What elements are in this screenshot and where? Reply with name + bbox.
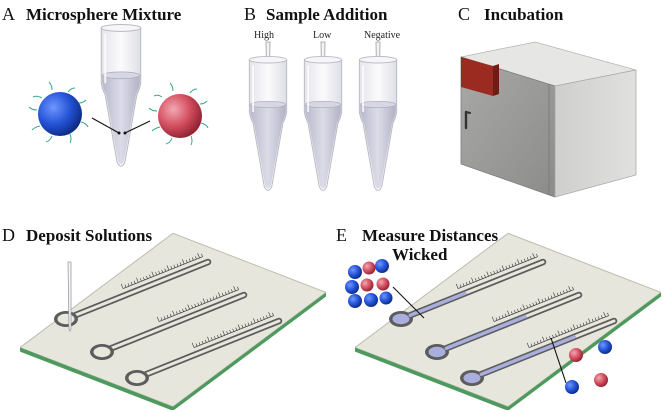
ruler — [122, 256, 203, 289]
panel-a-letter: A — [2, 4, 15, 24]
red-microsphere-icon — [594, 373, 608, 387]
red-microsphere-icon — [362, 261, 376, 275]
panel-d-title: Deposit Solutions — [26, 226, 152, 245]
pipette-icon — [67, 261, 72, 332]
incubator-icon — [460, 41, 637, 198]
blue-microsphere-icon — [379, 291, 393, 305]
microsphere-scatter — [565, 340, 612, 394]
connector-line — [550, 337, 567, 384]
panel-e-title-line2: Wicked — [392, 245, 448, 264]
panel-b-letter: B — [244, 4, 256, 24]
centrifuge-tube-icon — [248, 56, 288, 192]
panel-b: B Sample Addition High Low Negative — [244, 4, 401, 192]
panel-e-title-line1: Measure Distances — [362, 226, 499, 245]
red-microsphere-icon — [376, 277, 390, 291]
blue-microsphere-icon — [364, 293, 378, 307]
wicked-region — [444, 314, 527, 350]
panel-c: C Incubation — [458, 4, 637, 198]
red-microsphere-icon — [569, 348, 583, 362]
connector-line — [91, 117, 120, 134]
paper-chip-icon — [355, 232, 661, 410]
panel-c-letter: C — [458, 4, 470, 24]
centrifuge-tube-icon — [100, 24, 142, 168]
centrifuge-tube-icon — [303, 56, 343, 192]
ruler — [158, 289, 239, 322]
blue-microsphere-icon — [348, 265, 362, 279]
blue-microsphere-icon — [28, 81, 89, 144]
paper-chip-icon — [20, 232, 326, 410]
blue-microsphere-icon — [565, 380, 579, 394]
channel-group — [389, 253, 618, 386]
panel-d: D Deposit Solutions — [2, 225, 326, 410]
red-microsphere-icon — [148, 82, 209, 146]
panel-e-letter: E — [336, 225, 347, 245]
blue-microsphere-icon — [375, 259, 389, 273]
panel-a: A Microsphere Mixture — [2, 4, 209, 168]
blue-microsphere-icon — [348, 294, 362, 308]
panel-c-title: Incubation — [484, 5, 564, 24]
panel-e: E Measure Distances Wicked — [336, 225, 661, 410]
panel-a-title: Microsphere Mixture — [26, 5, 182, 24]
tube-label-negative: Negative — [364, 30, 401, 41]
centrifuge-tube-icon — [358, 56, 398, 192]
wicked-region — [479, 335, 576, 376]
connector-line — [392, 286, 425, 319]
microsphere-cluster — [345, 259, 393, 308]
tube-label-high: High — [254, 30, 274, 41]
blue-microsphere-icon — [345, 280, 359, 294]
red-microsphere-icon — [360, 278, 374, 292]
tube-label-low: Low — [313, 30, 332, 41]
blue-microsphere-icon — [598, 340, 612, 354]
panel-b-title: Sample Addition — [266, 5, 388, 24]
wicked-region — [408, 291, 467, 317]
panel-d-letter: D — [2, 225, 15, 245]
channel-group — [54, 253, 283, 386]
connector-line — [124, 120, 151, 134]
